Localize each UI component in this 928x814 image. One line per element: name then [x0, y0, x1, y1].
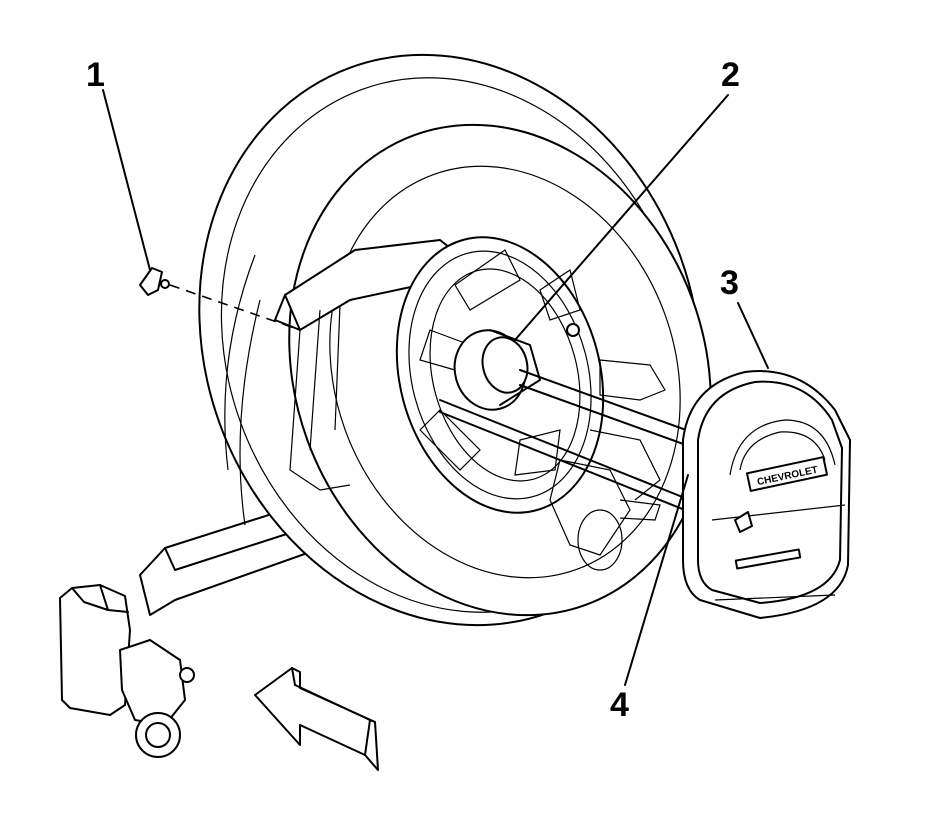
callout-2: 2 — [721, 56, 740, 94]
tire-carrier-arm — [59, 504, 331, 758]
callout-1: 1 — [86, 56, 105, 94]
callout-3: 3 — [720, 264, 739, 302]
lock-shaft — [439, 369, 701, 513]
direction-arrow — [254, 667, 379, 771]
callout-leaders — [102, 89, 769, 686]
spare-tire-cover: CHEVROLET — [682, 370, 851, 619]
callout-4: 4 — [610, 686, 629, 724]
wheel-lock-parts — [549, 359, 666, 571]
